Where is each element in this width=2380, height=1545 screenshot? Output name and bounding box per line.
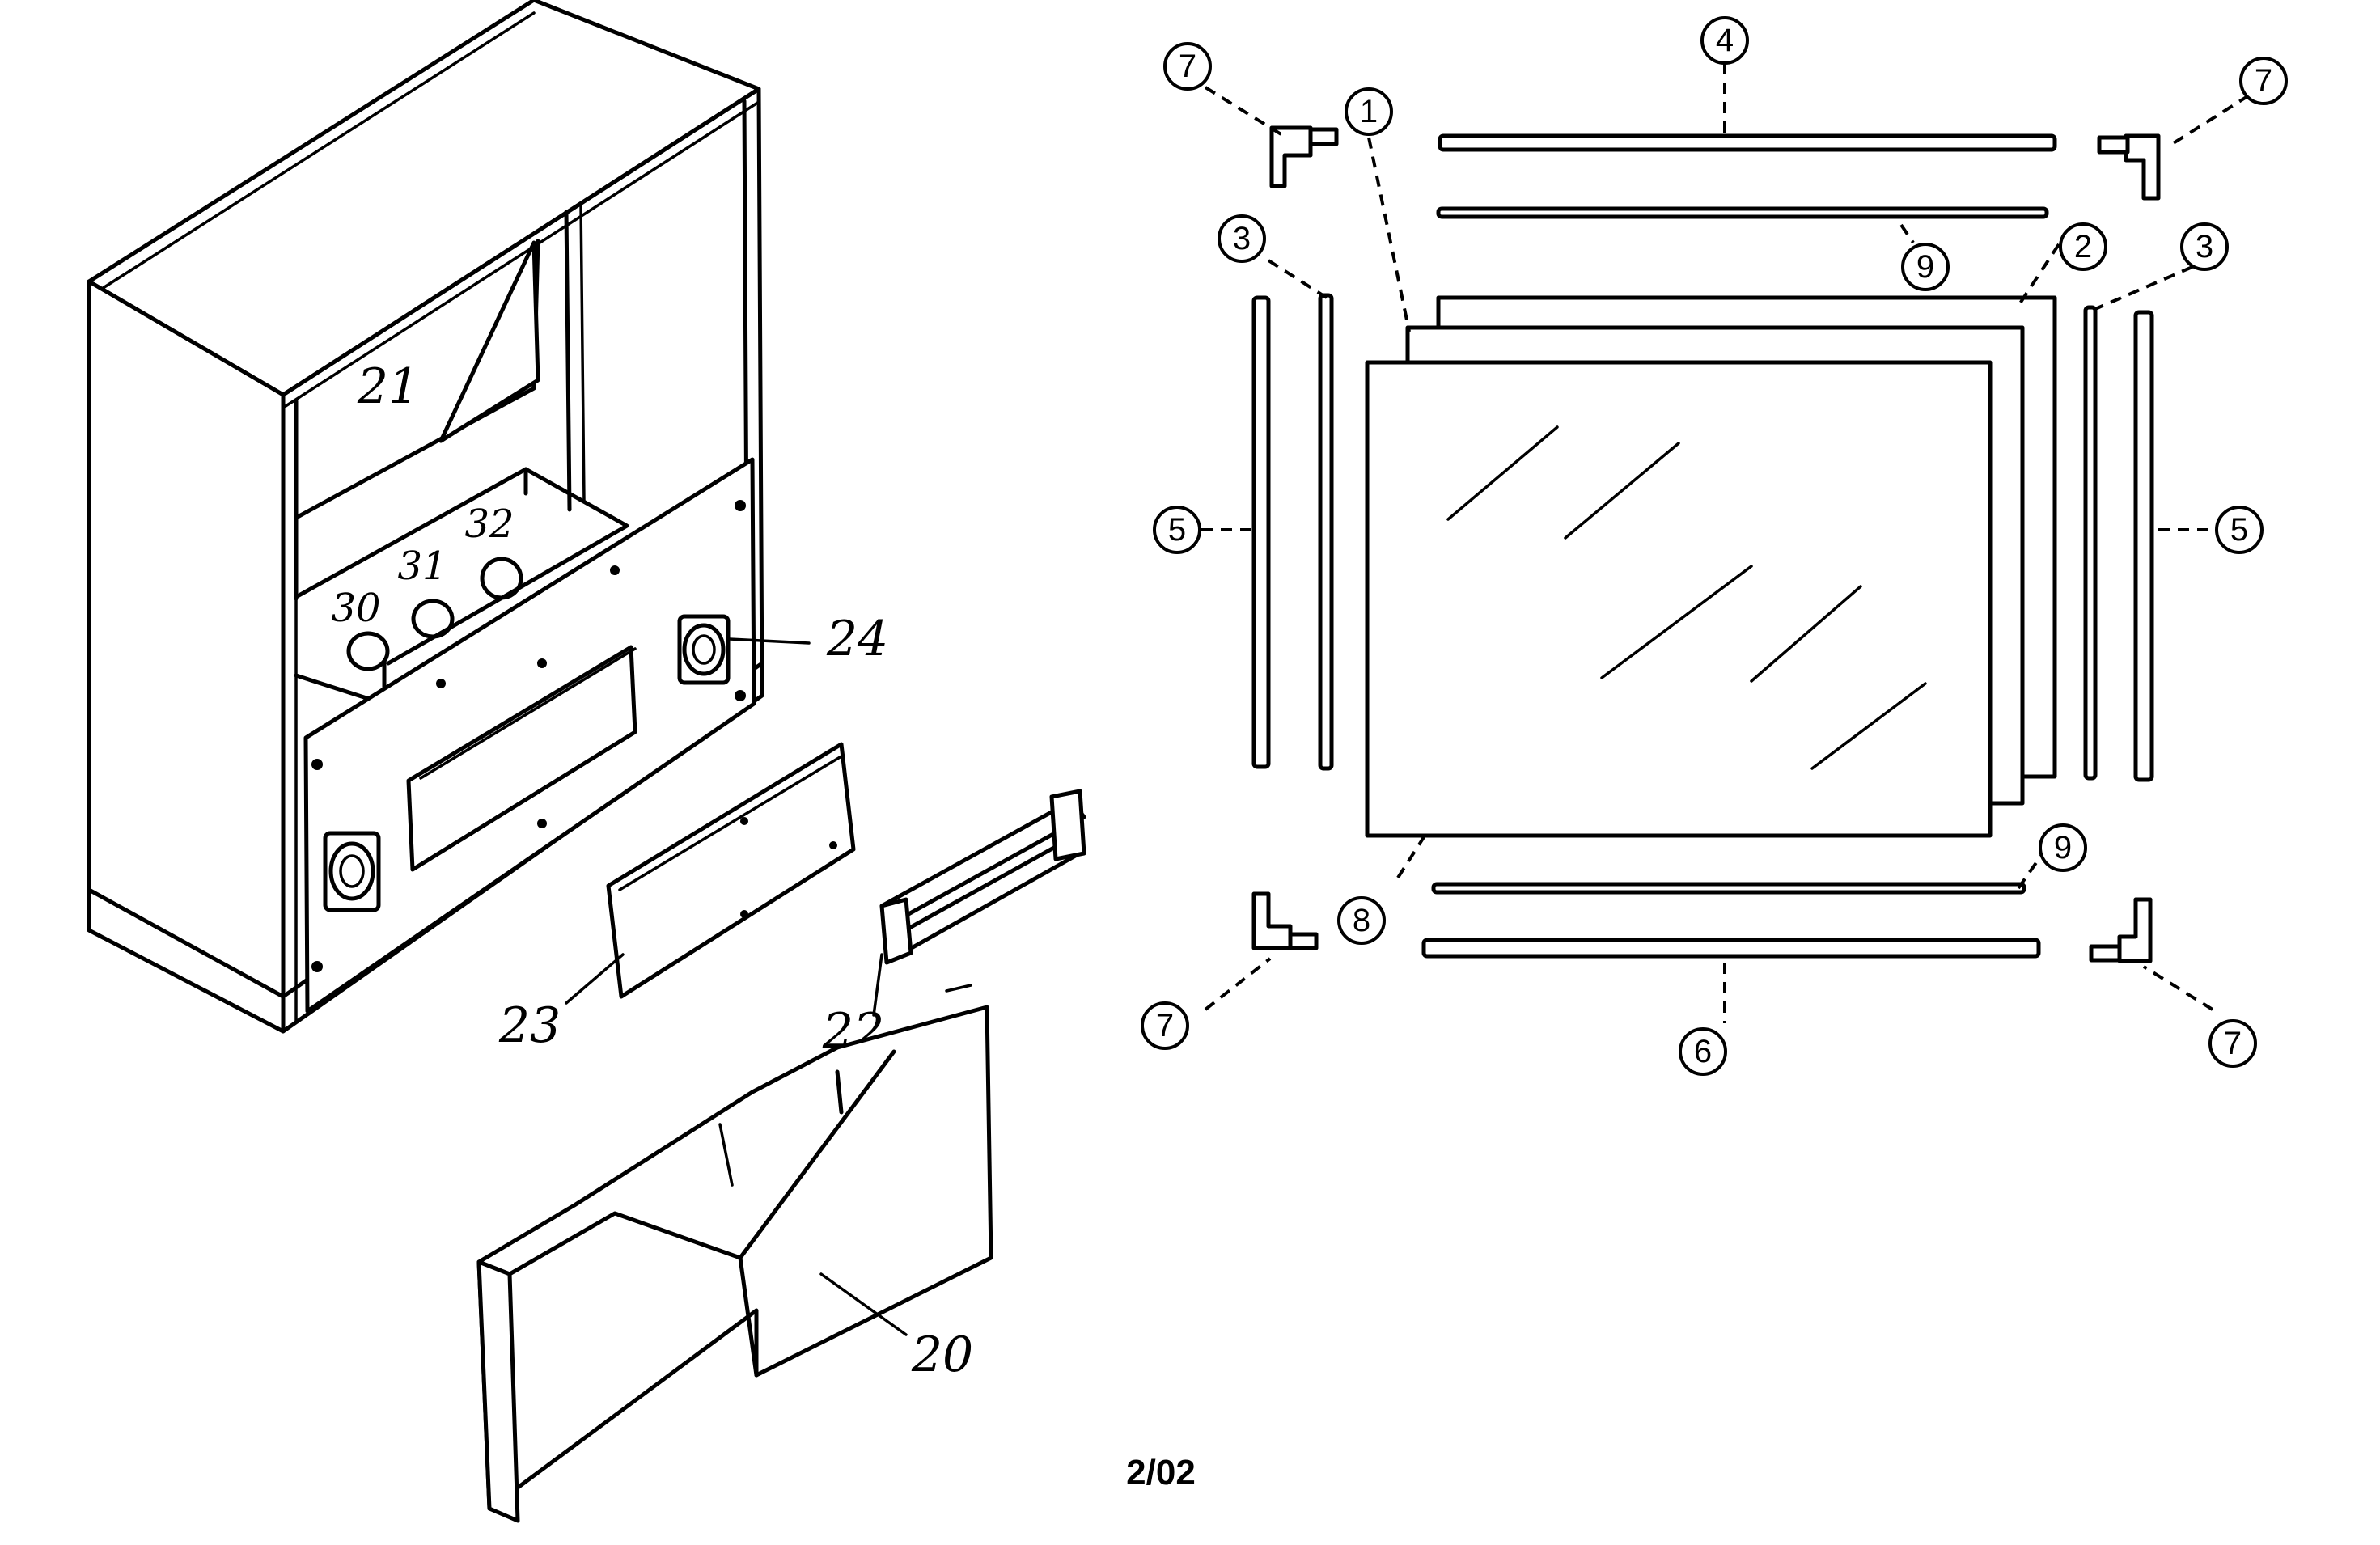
svg-text:9: 9 (2054, 830, 2072, 866)
strip-5-left (1251, 295, 1271, 769)
svg-text:5: 5 (2230, 512, 2248, 548)
label-23: 23 (498, 997, 561, 1054)
callout-2: 2 (2059, 222, 2107, 271)
screen-glass-8 (1365, 360, 1993, 838)
strip-9-bottom (1431, 882, 2026, 895)
label-30: 30 (331, 586, 380, 631)
svg-text:7: 7 (2255, 63, 2272, 99)
shroud-20: 20 (476, 984, 993, 1523)
label-24: 24 (826, 611, 888, 667)
callout-7-bottom-right: 7 (2208, 1019, 2257, 1068)
svg-text:3: 3 (2196, 229, 2213, 265)
svg-text:7: 7 (1179, 49, 1196, 84)
callout-9-bottom: 9 (2039, 823, 2087, 872)
callout-9-top: 9 (1901, 243, 1950, 291)
svg-text:2: 2 (2074, 229, 2092, 265)
strip-5-right (2133, 310, 2154, 782)
corner-7-top-right (2097, 133, 2161, 201)
svg-text:7: 7 (1156, 1008, 1174, 1043)
callout-5-left: 5 (1153, 506, 1201, 554)
strip-6 (1421, 938, 2041, 959)
mirror-cavity (438, 240, 540, 443)
callout-3-right: 3 (2180, 222, 2229, 271)
hole-32 (480, 557, 523, 600)
hole-31 (411, 599, 455, 639)
svg-text:6: 6 (1694, 1034, 1712, 1069)
label-31: 31 (397, 544, 447, 589)
svg-text:5: 5 (1168, 512, 1186, 548)
callout-5-right: 5 (2215, 506, 2264, 554)
cabinet-top (87, 0, 761, 397)
speaker-left (323, 831, 381, 912)
callout-1: 1 (1345, 87, 1393, 136)
screen-assembly: 7 1 4 7 9 3 2 3 5 5 9 8 7 6 7 (1141, 16, 2288, 1076)
svg-text:1: 1 (1360, 94, 1378, 129)
corner-7-bottom-left (1251, 891, 1319, 950)
speaker-right (677, 614, 731, 685)
callout-8: 8 (1337, 896, 1386, 945)
strip-3-left (1318, 293, 1334, 771)
svg-text:9: 9 (1916, 249, 1934, 285)
callout-7-bottom-left: 7 (1141, 1001, 1189, 1050)
label-32: 32 (464, 502, 514, 547)
corner-7-top-left (1269, 125, 1339, 188)
callout-4: 4 (1700, 16, 1749, 65)
callout-3-left: 3 (1218, 214, 1266, 263)
hole-30 (346, 631, 390, 671)
cabinet-left-side (87, 279, 286, 1034)
panel-opening (406, 645, 637, 872)
svg-text:4: 4 (1716, 23, 1734, 58)
label-21: 21 (357, 358, 419, 415)
svg-text:7: 7 (2224, 1026, 2242, 1061)
svg-text:8: 8 (1353, 903, 1370, 938)
strip-3-right (2083, 305, 2098, 781)
callout-6: 6 (1679, 1027, 1727, 1076)
strip-9-top (1436, 206, 2049, 219)
svg-text:3: 3 (1233, 221, 1251, 256)
callout-7-top-right: 7 (2239, 57, 2288, 105)
strip-4 (1438, 133, 2057, 152)
label-20: 20 (911, 1327, 973, 1383)
callout-7-top-left: 7 (1163, 42, 1212, 91)
cabinet-assembly: 21 30 31 32 24 (87, 0, 888, 1034)
control-panel-23: 23 (498, 742, 856, 1054)
footer-code: 2/02 (1126, 1453, 1196, 1492)
corner-7-bottom-right (2089, 897, 2153, 963)
